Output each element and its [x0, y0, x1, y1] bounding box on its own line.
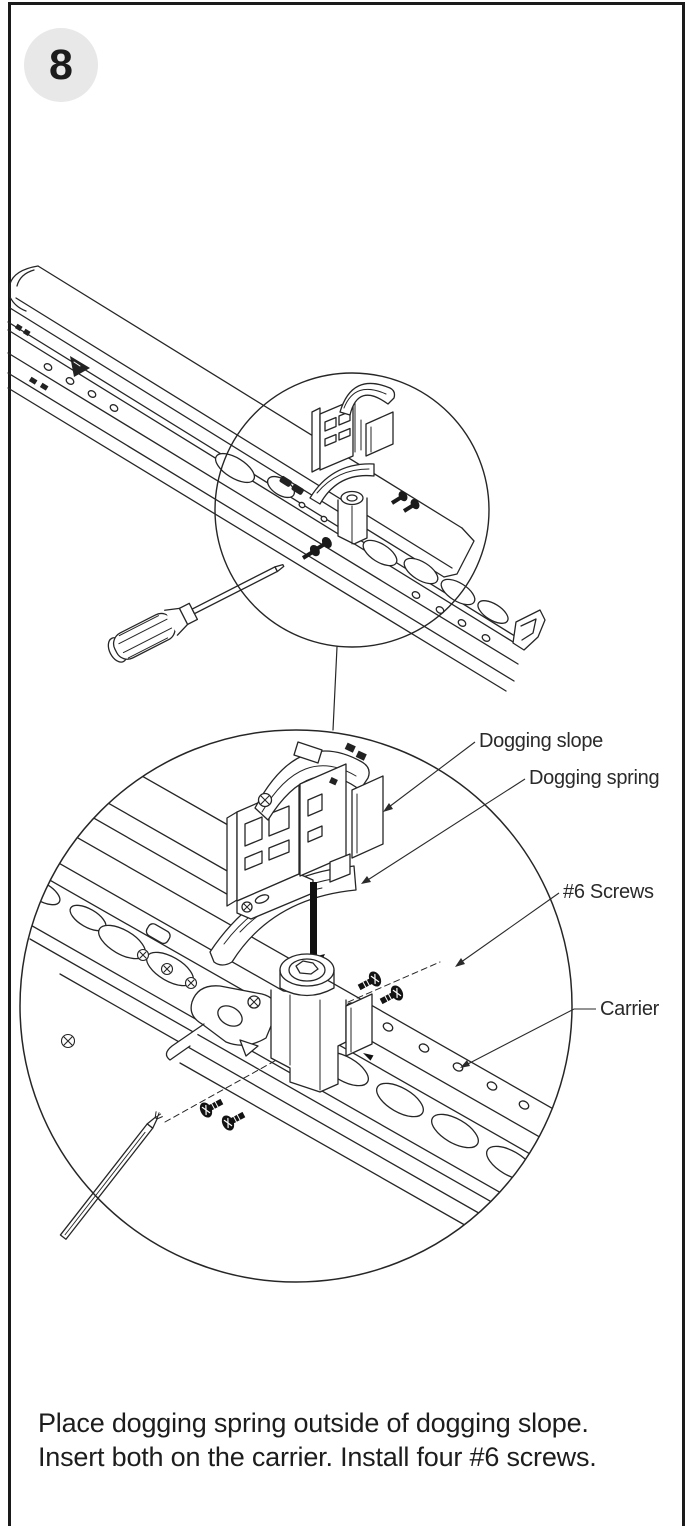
detail-screws-right: [357, 971, 404, 1005]
label-screws: #6 Screws: [563, 881, 654, 903]
detail-source-circle: [214, 372, 490, 648]
detail-circle-outline: [19, 729, 573, 1283]
detail-screwdriver-tip: [59, 1111, 163, 1240]
overview-drawing: [7, 265, 546, 731]
detail-drawing: [19, 729, 573, 1283]
label-carrier: Carrier: [600, 998, 660, 1020]
label-dogging-spring: Dogging spring: [529, 767, 659, 789]
detail-screws-left: [199, 1098, 246, 1131]
instruction-text: Place dogging spring outside of dogging …: [38, 1406, 668, 1474]
detail-latch-mechanism: [165, 985, 277, 1061]
screwdriver: [107, 563, 285, 663]
label-dogging-slope: Dogging slope: [479, 730, 603, 752]
overview-assembly: [309, 382, 420, 545]
instruction-line-2: Insert both on the carrier. Install four…: [38, 1442, 597, 1472]
figure-labels: Dogging slope Dogging spring #6 Screws C…: [361, 730, 660, 1068]
insert-arrow: [302, 882, 325, 978]
detail-connector-line: [332, 646, 338, 731]
detail-dogging-slope: [226, 741, 384, 920]
instruction-line-1: Place dogging spring outside of dogging …: [38, 1408, 589, 1438]
detail-carrier: [270, 953, 373, 1093]
step-number: 8: [49, 40, 73, 89]
step-badge: 8: [24, 28, 98, 102]
